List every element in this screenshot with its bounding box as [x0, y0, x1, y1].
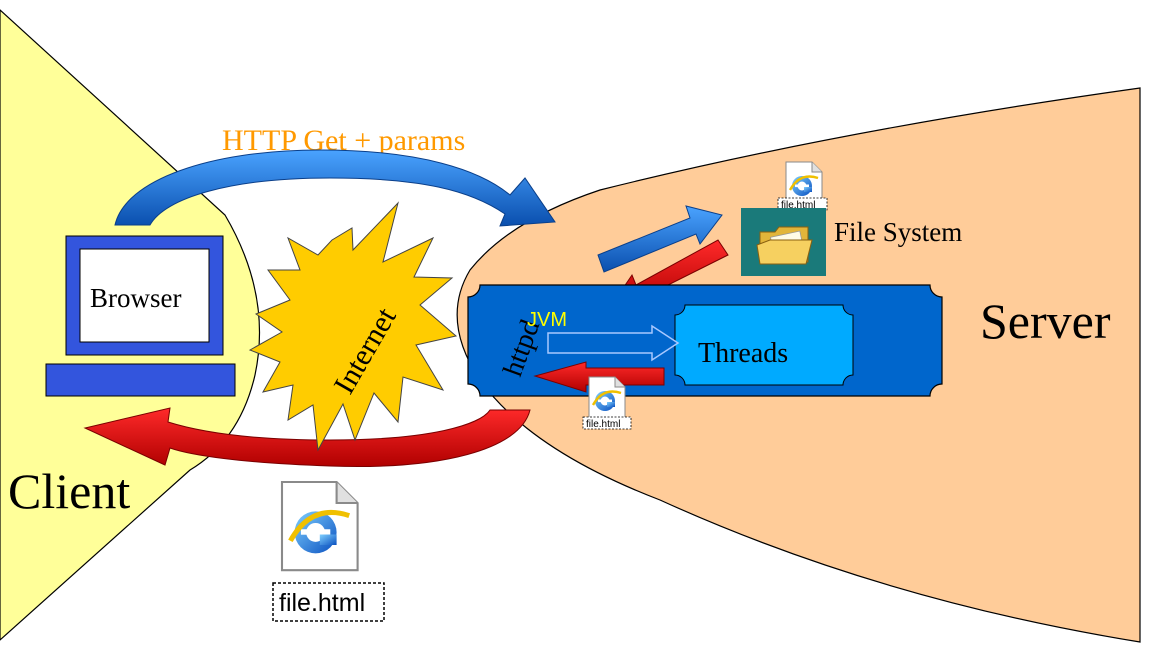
jvm-threads-arrow — [547, 324, 680, 362]
file-label-middle: file.html — [586, 419, 620, 430]
threads-label: Threads — [698, 338, 788, 369]
client-label: Client — [8, 463, 130, 519]
ie-html-file-icon-middle — [587, 375, 627, 421]
jvm-label: JVM — [527, 309, 567, 331]
fs-request-arrow — [597, 205, 723, 273]
server-label: Server — [980, 293, 1111, 349]
computer-monitor-icon — [45, 235, 236, 397]
file-label-bottom: file.html — [279, 589, 365, 617]
ie-html-file-icon-bottom — [282, 482, 358, 570]
response-arrow — [83, 407, 531, 467]
file-system-label: File System — [834, 217, 962, 247]
browser-label: Browser — [90, 283, 181, 313]
file-label-top: file.html — [781, 200, 815, 211]
threads-box — [674, 304, 854, 386]
folder-icon — [741, 208, 826, 276]
internet-starburst — [248, 201, 458, 452]
request-arrow — [114, 149, 556, 227]
